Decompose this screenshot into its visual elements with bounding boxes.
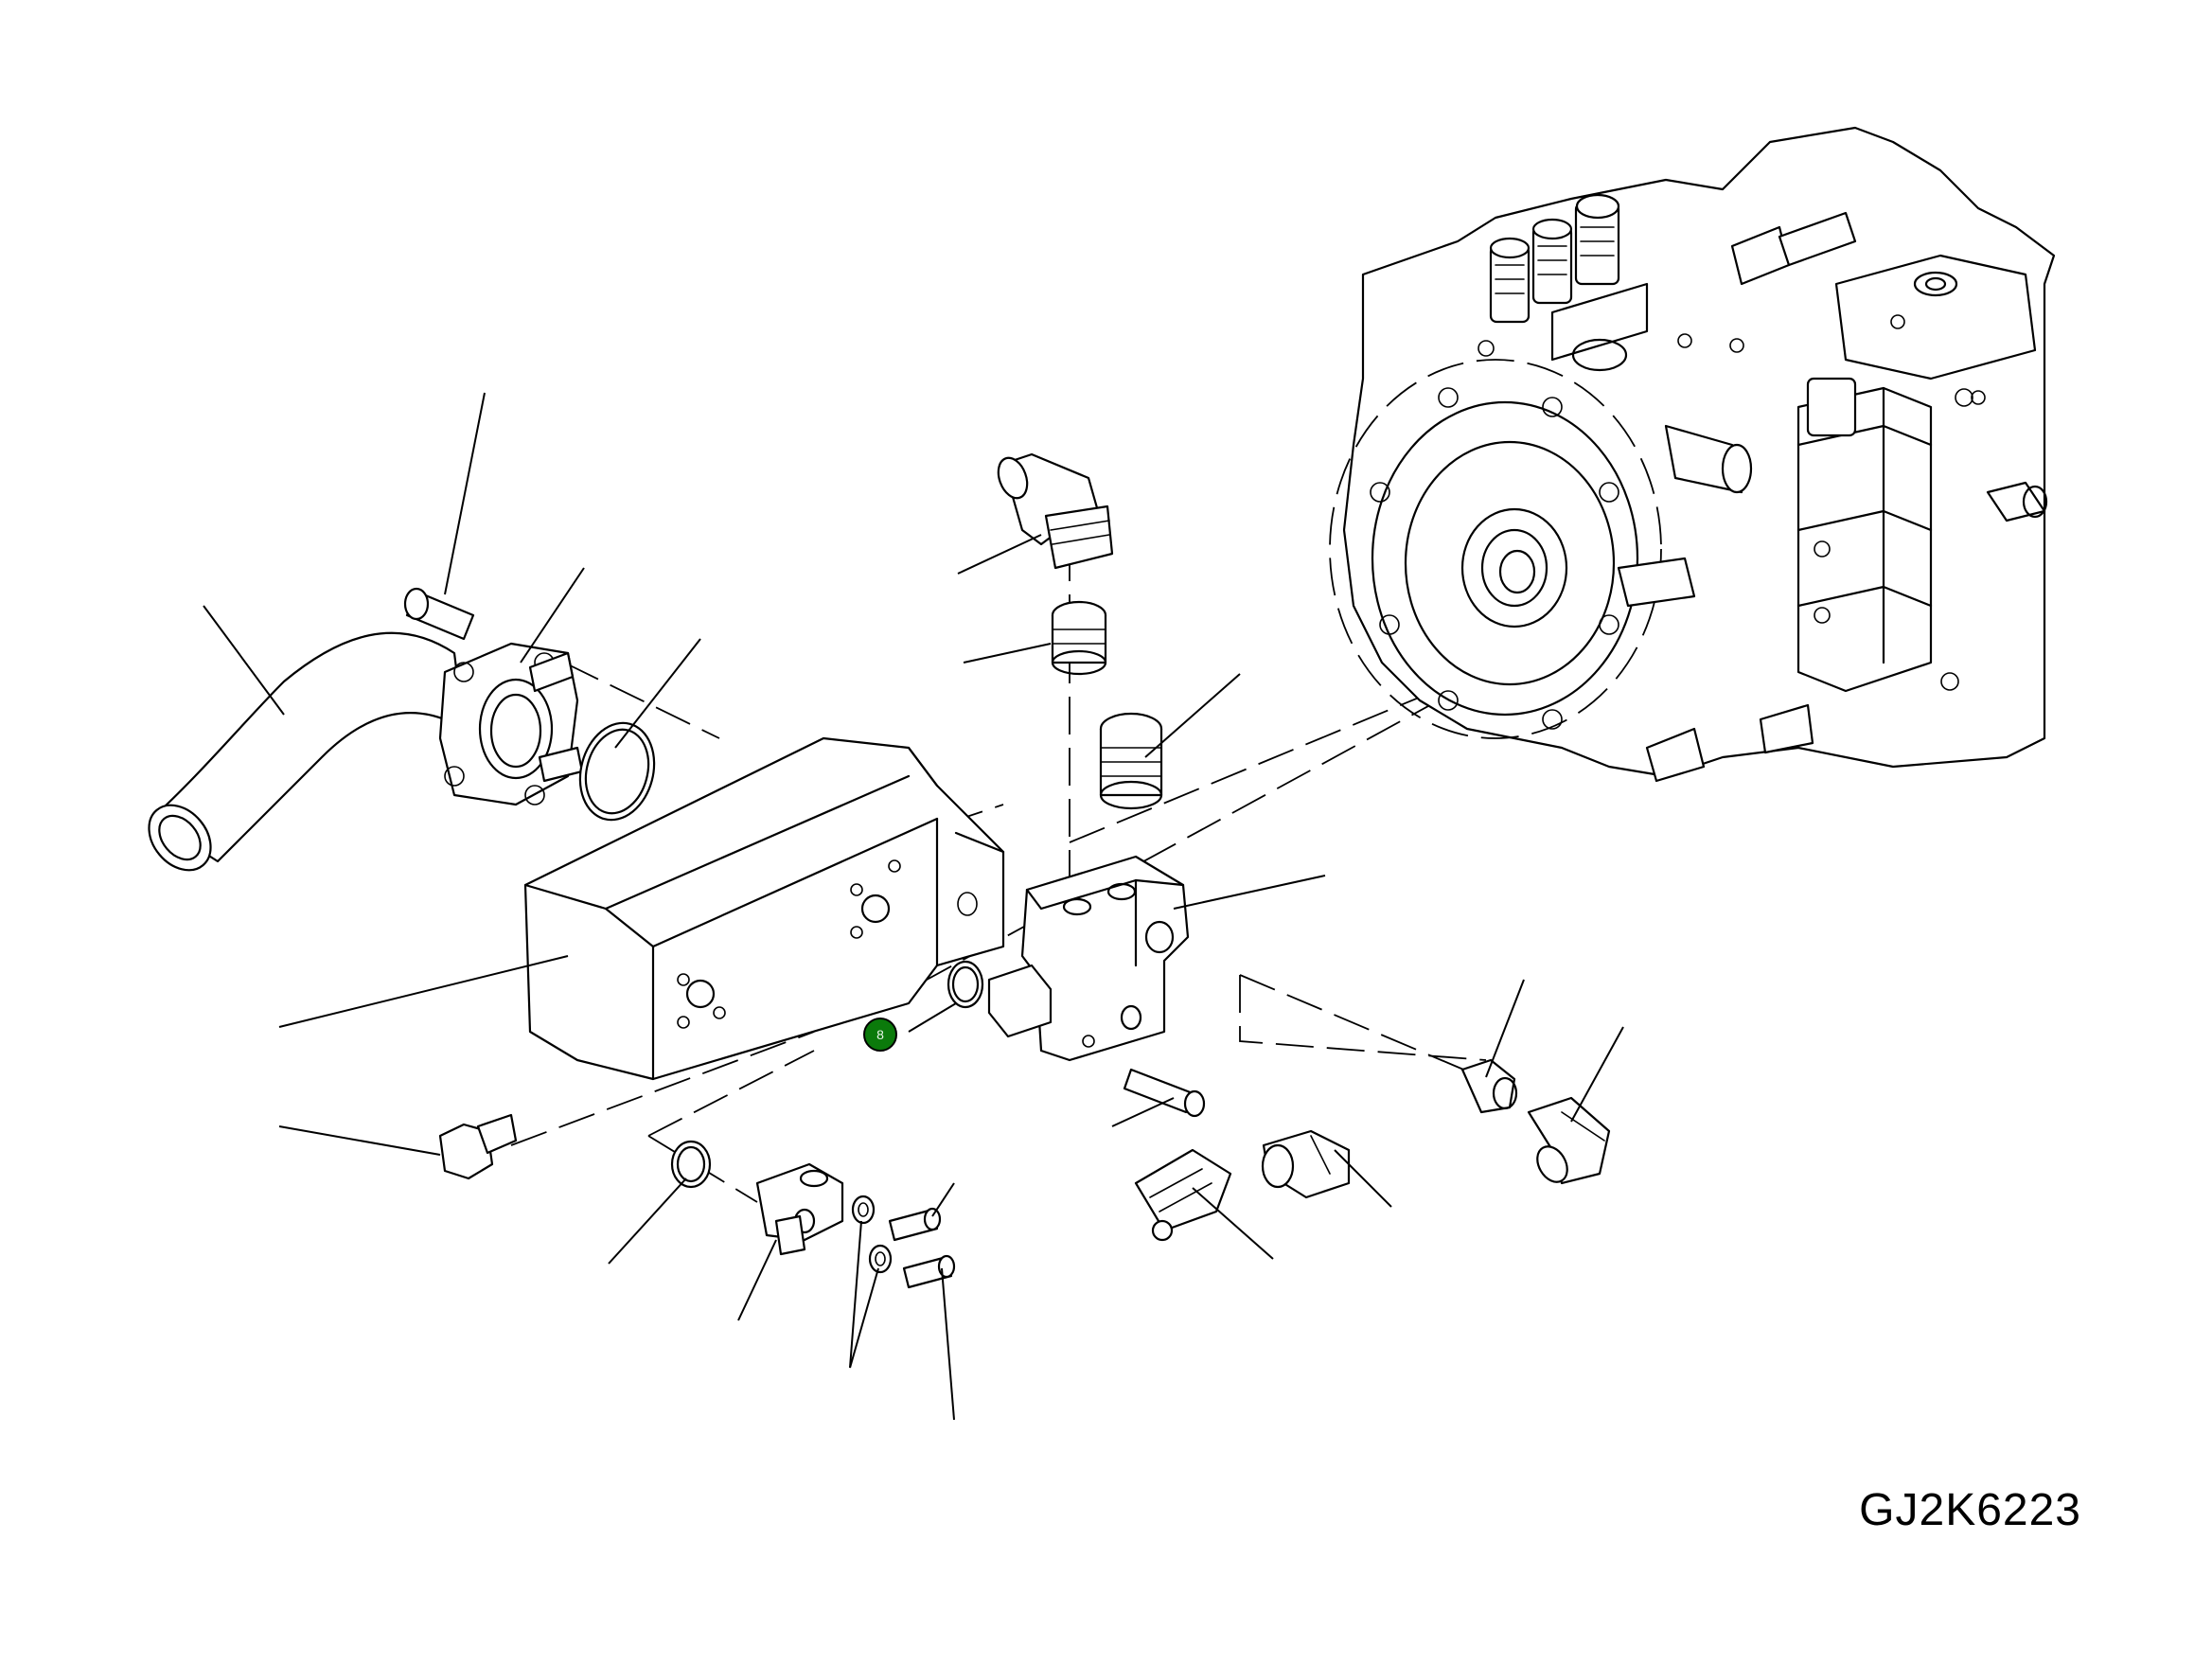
test-coupling-icon bbox=[1134, 1148, 1232, 1242]
straight-adapter-mid-icon bbox=[1099, 712, 1163, 810]
socket-screw-upper-icon bbox=[888, 1207, 942, 1242]
small-manifold-block-icon bbox=[755, 1162, 844, 1256]
socket-head-screw-icon bbox=[1123, 1068, 1206, 1118]
o-ring-small-icon bbox=[947, 960, 984, 1009]
straight-adapter-right-icon bbox=[1460, 1058, 1518, 1114]
elbow-fitting-lower-icon bbox=[1261, 1129, 1351, 1199]
callout-circle[interactable] bbox=[863, 1018, 897, 1052]
drawing-code: GJ2K6223 bbox=[1859, 1485, 2081, 1535]
oil-cooler-icon bbox=[523, 736, 1005, 1081]
valve-block-icon bbox=[987, 855, 1190, 1062]
callout-marker[interactable]: 8 bbox=[863, 1018, 897, 1052]
straight-adapter-top-icon bbox=[1051, 600, 1107, 676]
flange-bolt-icon bbox=[403, 587, 475, 641]
hydraulic-pump-assembly-icon bbox=[1329, 126, 2056, 783]
leader-lines bbox=[203, 392, 1624, 1421]
hex-bolt-icon bbox=[438, 1113, 518, 1180]
socket-screw-lower-icon bbox=[902, 1254, 956, 1289]
elbow-fitting-right-icon bbox=[1527, 1096, 1611, 1185]
washer-upper-icon bbox=[851, 1195, 876, 1225]
split-flange-icon bbox=[438, 642, 584, 806]
washer-lower-icon bbox=[868, 1244, 893, 1274]
o-ring-lower-icon bbox=[670, 1140, 712, 1189]
hose-elbow-tube-icon bbox=[148, 631, 466, 872]
o-ring-icon bbox=[578, 721, 656, 822]
callout-label: 8 bbox=[876, 1027, 884, 1042]
elbow-fitting-top-icon bbox=[997, 452, 1114, 570]
